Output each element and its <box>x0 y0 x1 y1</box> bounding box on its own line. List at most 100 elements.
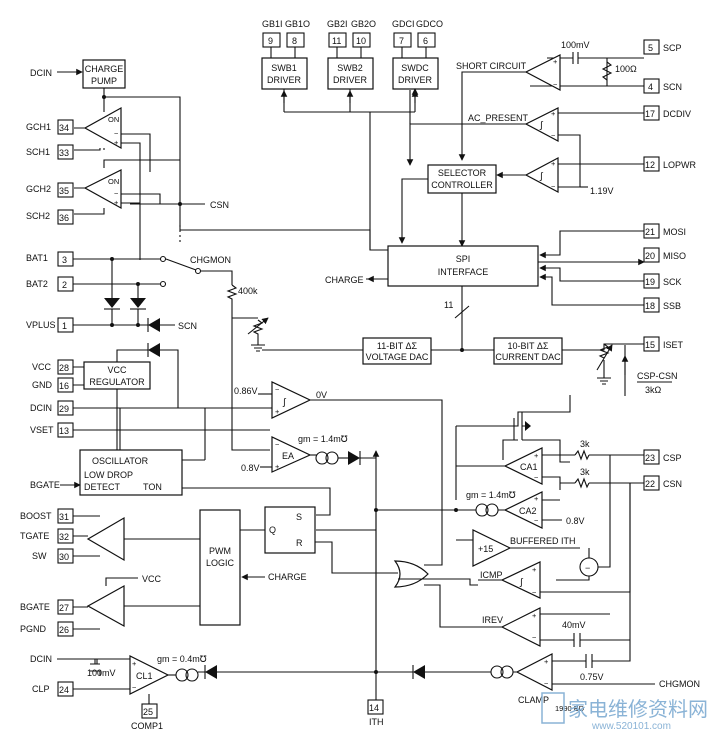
pin-mosi: 21 MOSI <box>643 223 686 239</box>
svg-text:31: 31 <box>59 512 69 522</box>
svg-text:4: 4 <box>648 82 653 92</box>
right-top-section: 100mV 100Ω +− SHORT CIRCUIT ∫ +− AC_PRES… <box>398 40 644 247</box>
vdac-label: 11-BIT ΔΣ <box>377 341 418 351</box>
lopwr-comparator <box>524 157 559 193</box>
pin-sch1: SCH1 33 <box>26 144 74 160</box>
svg-text:−: − <box>532 588 537 597</box>
label-3k-2: 3k <box>580 467 590 477</box>
label-3k-1: 3k <box>580 439 590 449</box>
vcc-regulator-section: VCC REGULATOR <box>73 343 270 452</box>
label-100mv: 100mV <box>561 40 590 50</box>
label-40mv: 40mV <box>562 620 586 630</box>
label-bus-11: 11 <box>444 300 453 310</box>
svg-text:15: 15 <box>645 340 655 350</box>
pin-bat1: BAT1 3 <box>26 251 74 267</box>
svg-text:DCDIV: DCDIV <box>663 109 691 119</box>
swdc-label-2: DRIVER <box>398 75 433 85</box>
pin-boost: BOOST 31 <box>20 508 74 524</box>
svg-text:2: 2 <box>62 280 67 290</box>
pin-clp: CLP 24 <box>32 681 74 697</box>
top-pins: 9 8 11 10 7 6 <box>262 32 436 58</box>
svg-text:GCH2: GCH2 <box>26 184 51 194</box>
dac-section: 11-BIT ΔΣ VOLTAGE DAC 10-BIT ΔΣ CURRENT … <box>262 337 678 396</box>
svg-text:−: − <box>544 679 549 688</box>
watermark-url: www.520101.com <box>591 721 671 732</box>
svg-text:∫: ∫ <box>539 120 544 131</box>
label-ca1: CA1 <box>520 462 538 472</box>
label-ea: EA <box>282 451 294 461</box>
spi-label: SPI <box>456 254 471 264</box>
svg-text:BAT2: BAT2 <box>26 279 48 289</box>
vcc-reg-label-2: REGULATOR <box>89 377 145 387</box>
vset-comparator <box>271 381 312 419</box>
pin-num-11: 11 <box>332 36 341 46</box>
label-ca2: CA2 <box>519 506 537 516</box>
svg-text:DCIN: DCIN <box>30 403 52 413</box>
idac-label-2: CURRENT DAC <box>495 352 561 362</box>
top-pin-labels: GB1I GB1O GB2I GB2O GDCI GDCO <box>262 19 443 29</box>
svg-text:VPLUS: VPLUS <box>26 320 56 330</box>
label-chgmon-bottom: CHGMON <box>659 679 700 689</box>
pin-dcin: DCIN 29 <box>30 400 74 416</box>
swb1-label-2: DRIVER <box>267 75 302 85</box>
svg-text:SCP: SCP <box>663 43 682 53</box>
svg-text:26: 26 <box>59 625 69 635</box>
pwm-section: VCC PWM LOGIC CHARGE S R Q <box>73 506 478 630</box>
pin-name-gb2i: GB2I <box>327 19 348 29</box>
label-0v: 0V <box>316 390 327 400</box>
svg-text:+: + <box>532 565 537 574</box>
svg-text:21: 21 <box>645 227 655 237</box>
pin-name-comp1: COMP1 <box>131 721 163 731</box>
label-charge-spi: CHARGE <box>325 275 364 285</box>
svg-text:+: + <box>553 57 558 66</box>
short-circuit-comparator <box>524 54 561 91</box>
error-amplifier <box>271 436 312 473</box>
pin-num-14: 14 <box>369 703 379 713</box>
pin-bgate: BGATE 27 <box>20 599 74 615</box>
svg-text:23: 23 <box>645 453 655 463</box>
pin-csp: 23 CSP <box>643 449 682 465</box>
pin-pgnd: PGND 26 <box>20 621 74 637</box>
pin-name-gb2o: GB2O <box>351 19 376 29</box>
svg-text:+: + <box>114 138 119 147</box>
swb2-label-2: DRIVER <box>333 75 368 85</box>
svg-text:−: − <box>275 440 280 449</box>
osc-ton-label: TON <box>143 482 162 492</box>
spi-interface <box>387 245 539 287</box>
svg-text:+: + <box>544 657 549 666</box>
svg-text:−: − <box>551 182 556 191</box>
selector-label-2: CONTROLLER <box>431 180 493 190</box>
label-csp-csn: CSP-CSN <box>637 371 678 381</box>
label-dcin-bottom: DCIN <box>30 654 52 664</box>
svg-text:−: − <box>114 189 119 198</box>
pin-name-ith: ITH <box>369 717 384 727</box>
latch-s: S <box>296 512 302 522</box>
svg-text:+: + <box>534 451 539 460</box>
pin-vplus: VPLUS 1 <box>26 317 74 333</box>
pin-num-10: 10 <box>356 36 366 46</box>
pin-name-gdco: GDCO <box>416 19 443 29</box>
svg-text:∫: ∫ <box>519 577 524 588</box>
label-100-ohm: 100Ω <box>615 64 637 74</box>
label-clamp: CLAMP <box>518 695 549 705</box>
svg-text:−: − <box>532 633 537 642</box>
battery-switch-section: SCN CHGMON 400k <box>73 255 363 451</box>
swb2-driver <box>327 57 374 90</box>
pwm-logic <box>199 509 241 626</box>
left-top-section: DCIN CHARGE PUMP ON −+ ON −+ CSN <box>30 59 388 260</box>
voltage-dac <box>362 337 432 365</box>
svg-text:SSB: SSB <box>663 301 681 311</box>
pin-vcc: VCC 28 <box>32 359 74 375</box>
buffer-x15 <box>472 529 512 567</box>
label-0-8v: 0.8V <box>241 463 260 473</box>
right-pins: 5 SCP 4 SCN 17 DCDIV 12 LOPWR 21 MOSI 20… <box>643 39 697 491</box>
label-gm-cl: gm = 0.4m℧ <box>157 654 207 664</box>
svg-text:13: 13 <box>59 426 69 436</box>
swdc-label: SWDC <box>401 63 429 73</box>
sr-latch <box>264 506 316 554</box>
svg-text:−: − <box>551 131 556 140</box>
spi-label-2: INTERFACE <box>438 267 489 277</box>
svg-text:BAT1: BAT1 <box>26 253 48 263</box>
vdac-label-2: VOLTAGE DAC <box>366 352 429 362</box>
label-on-1: ON <box>108 115 119 124</box>
